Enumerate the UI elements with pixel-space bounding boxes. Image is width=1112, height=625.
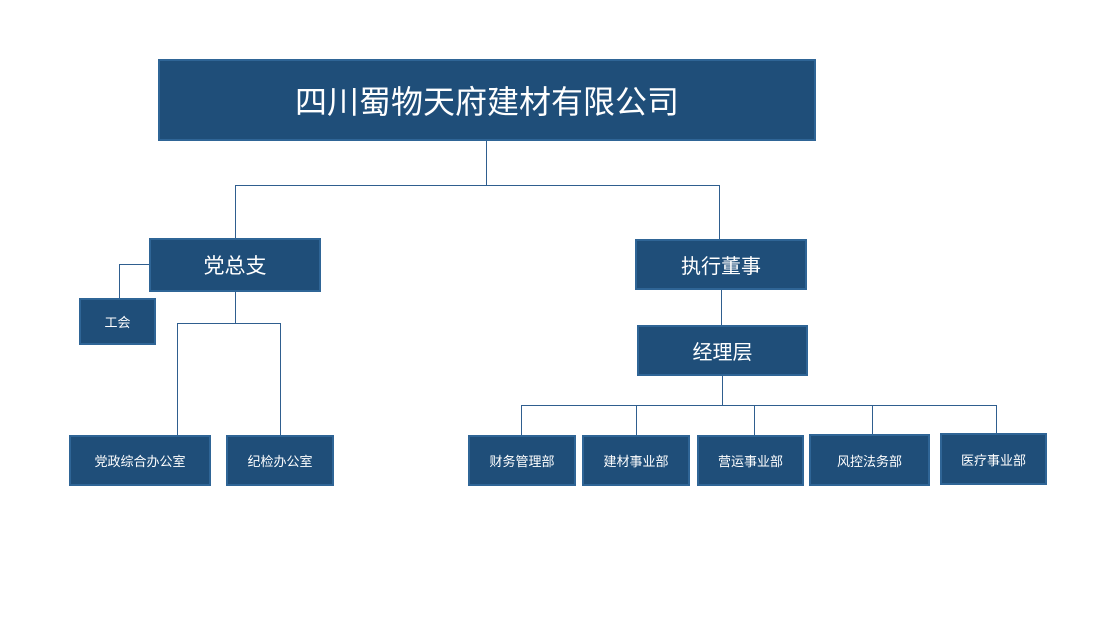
department-operations-label: 营运事业部 bbox=[717, 455, 783, 470]
discipline-office-box: 纪检办公室 bbox=[226, 435, 334, 486]
management-label: 经理层 bbox=[692, 340, 753, 364]
connector bbox=[722, 375, 723, 406]
connector bbox=[280, 323, 281, 436]
connector bbox=[119, 264, 150, 265]
connector bbox=[636, 405, 637, 436]
connector bbox=[486, 140, 487, 186]
connector bbox=[721, 289, 722, 326]
connector bbox=[521, 405, 997, 406]
company-box: 四川蜀物天府建材有限公司 bbox=[158, 59, 816, 141]
department-box: 营运事业部 bbox=[697, 435, 804, 486]
connector bbox=[754, 405, 755, 436]
department-building-materials-label: 建材事业部 bbox=[603, 455, 669, 470]
discipline-office-label: 纪检办公室 bbox=[247, 455, 313, 470]
connector bbox=[235, 185, 720, 186]
party-office-box: 党政综合办公室 bbox=[69, 435, 211, 486]
connector bbox=[235, 290, 236, 324]
connector bbox=[177, 323, 178, 436]
executive-director-label: 执行董事 bbox=[681, 254, 761, 278]
department-box: 风控法务部 bbox=[809, 434, 930, 486]
department-box: 建材事业部 bbox=[582, 435, 690, 486]
connector bbox=[119, 264, 120, 298]
department-medical-label: 医疗事业部 bbox=[960, 453, 1026, 469]
connector bbox=[719, 185, 720, 240]
party-branch-label: 党总支 bbox=[203, 254, 267, 278]
connector bbox=[521, 405, 522, 436]
connector bbox=[872, 405, 873, 435]
connector bbox=[235, 185, 236, 239]
company-name: 四川蜀物天府建材有限公司 bbox=[294, 83, 679, 121]
party-branch-box: 党总支 bbox=[149, 238, 321, 292]
department-risk-legal-label: 风控法务部 bbox=[836, 454, 902, 470]
party-office-label: 党政综合办公室 bbox=[94, 455, 186, 470]
union-box: 工会 bbox=[79, 298, 156, 345]
connector bbox=[177, 323, 281, 324]
executive-director-box: 执行董事 bbox=[635, 239, 807, 290]
department-box: 医疗事业部 bbox=[940, 433, 1047, 485]
management-box: 经理层 bbox=[637, 325, 808, 376]
connector bbox=[996, 405, 997, 434]
department-finance-label: 财务管理部 bbox=[489, 455, 555, 470]
department-box: 财务管理部 bbox=[468, 435, 576, 486]
union-label: 工会 bbox=[104, 316, 131, 331]
